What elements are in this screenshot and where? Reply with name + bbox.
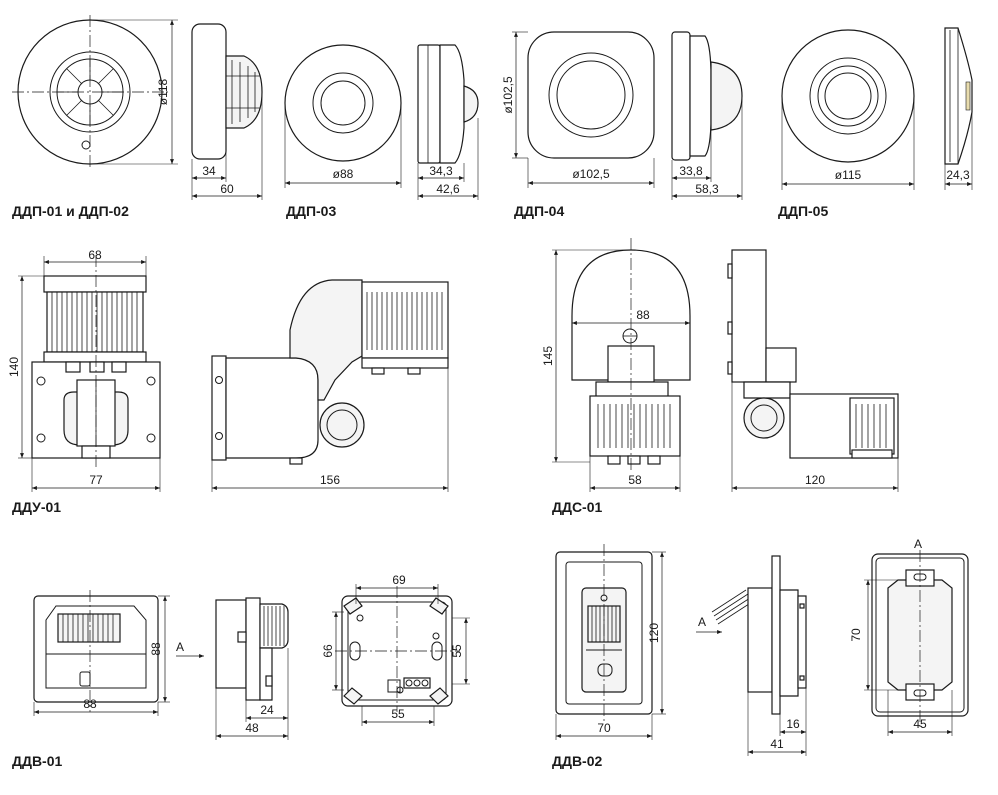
ddv02-back-view: A 70 45 [849,537,969,736]
ddv02-side-view: A 16 41 [696,555,807,756]
label-dds01: ДДС-01 [552,499,603,515]
dim-ddp03-depth-34-3: 34,3 [429,164,453,178]
dim-dds01-depth-120: 120 [805,473,825,487]
dim-ddv02-back-70: 70 [849,628,863,642]
dim-ddv01-height-88: 88 [149,642,163,656]
label-ddp05: ДДП-05 [778,203,828,219]
ddu01-front-view: 68 140 77 [7,248,161,492]
label-ddp03: ДДП-03 [286,203,336,219]
dim-ddv01-depth-48: 48 [245,721,259,735]
label-ddp01: ДДП-01 и ДДП-02 [12,203,129,219]
label-ddu01: ДДУ-01 [12,499,61,515]
label-ddp04: ДДП-04 [514,203,564,219]
ddp04-side-view: 33,8 58,3 [671,31,743,200]
dim-ddp01-diameter: ø118 [156,78,170,105]
dds01-side-view: 120 [727,249,899,492]
dim-ddp04-width: ø102,5 [572,167,610,181]
dim-ddp01-depth-60: 60 [220,182,234,196]
ddp01-front-view: ø118 [12,15,178,168]
dim-ddu01-height-140: 140 [7,357,21,377]
dim-ddv01-width-88: 88 [83,697,97,711]
ddp01-side-view: 34 60 [191,23,263,200]
ddv01-front-view: 88 88 [33,590,170,716]
dim-ddv02-depth-41: 41 [770,737,784,751]
dim-ddu01-depth-156: 156 [320,473,340,487]
view-marker-a-ddv01: A [176,640,184,654]
ddv01-back-view: 69 66 55 55 [321,573,470,726]
dim-ddu01-width-68: 68 [88,248,102,262]
label-ddv01: ДДВ-01 [12,753,63,769]
dim-ddv01-back-55-h: 55 [391,707,405,721]
dim-ddv02-width-70: 70 [597,721,611,735]
dim-ddp04-depth-58-3: 58,3 [695,182,719,196]
dim-ddu01-width-77: 77 [89,473,103,487]
ddp05-side-view: 24,3 [944,27,973,190]
ddv01-side-view: A 24 48 [176,597,289,740]
ddp04-front-view: ø102,5 ø102,5 [501,31,655,188]
dim-ddp05-depth: 24,3 [946,168,970,182]
dim-ddp04-depth-33-8: 33,8 [679,164,703,178]
dim-ddv01-depth-24: 24 [260,703,274,717]
dim-ddp04-height: ø102,5 [501,76,515,114]
dim-dds01-height-145: 145 [541,346,555,366]
dim-dds01-width-58: 58 [628,473,642,487]
dim-ddp01-depth-34: 34 [202,164,216,178]
dim-ddv01-back-69: 69 [392,573,406,587]
view-marker-a-ddv02-2: A [914,537,922,551]
label-ddv02: ДДВ-02 [552,753,603,769]
dim-ddv02-height-120: 120 [647,623,661,643]
dim-ddp03-depth-42-6: 42,6 [436,182,460,196]
dds01-front-view: 88 145 58 [541,238,691,492]
dim-ddv01-back-66: 66 [321,644,335,658]
dim-ddp03-diameter: ø88 [333,167,354,181]
ddu01-side-view: 156 [211,279,449,492]
dim-ddv02-depth-16: 16 [786,717,800,731]
dim-ddv01-back-55-v: 55 [450,644,464,658]
ddp05-front-view: ø115 [781,29,915,190]
dim-dds01-width-88: 88 [636,308,650,322]
ddp03-front-view: ø88 [284,44,402,188]
view-marker-a-ddv02-1: A [698,615,706,629]
ddp03-side-view: 34,3 42,6 [417,44,479,200]
ddv02-front-view: 120 70 [555,544,666,740]
dim-ddp05-diameter: ø115 [835,168,862,182]
dim-ddv02-back-45: 45 [913,717,927,731]
